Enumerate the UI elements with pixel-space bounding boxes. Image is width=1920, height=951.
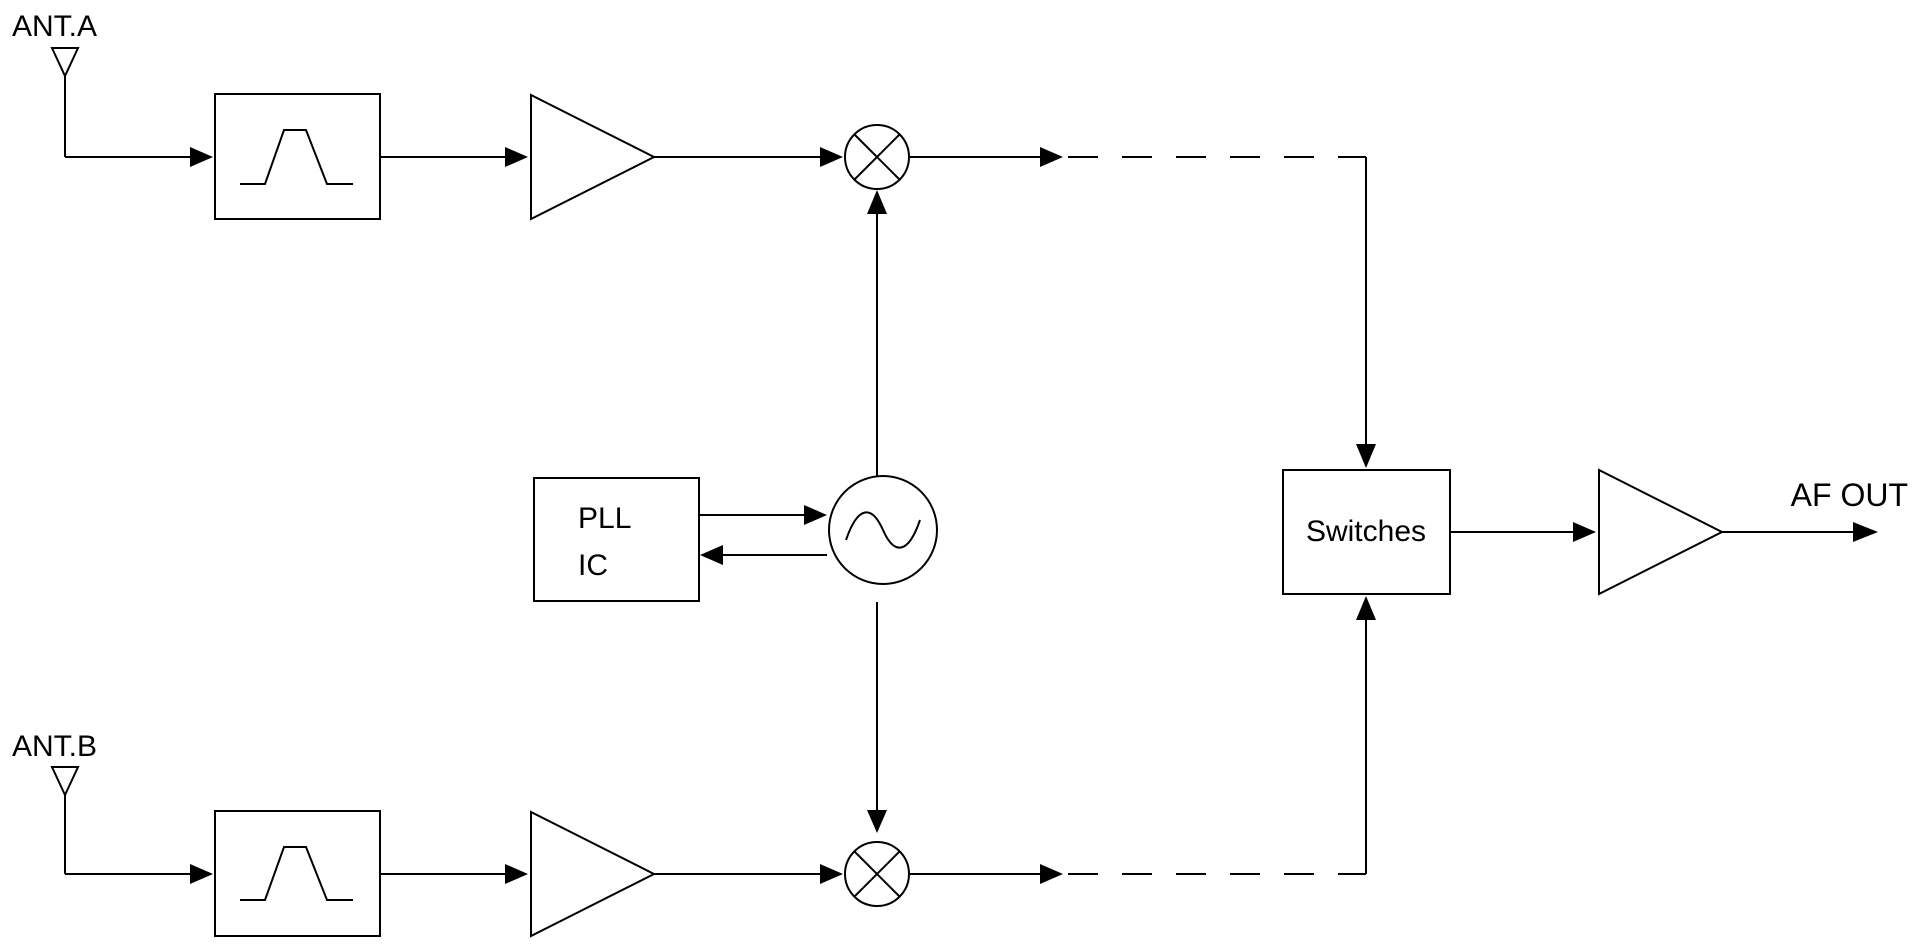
- arrowhead: [700, 545, 723, 565]
- arrowhead: [1356, 596, 1376, 620]
- mixer-a-icon: [844, 124, 910, 190]
- antenna-b-label: ANT.B: [12, 730, 97, 763]
- arrowhead: [190, 147, 213, 167]
- bandpass-filter-icon: [240, 129, 353, 185]
- pll-label-line2: IC: [578, 549, 608, 582]
- arrowhead: [505, 147, 528, 167]
- antenna-b-icon: [50, 766, 80, 874]
- lna-a-amplifier-icon: [530, 93, 657, 221]
- arrowhead: [505, 864, 528, 884]
- af-out-label: AF OUT: [1791, 477, 1908, 513]
- arrowhead: [1040, 864, 1063, 884]
- lna-b-amplifier-icon: [530, 810, 657, 938]
- bandpass-filter-a: [214, 93, 381, 220]
- arrowhead: [1573, 522, 1596, 542]
- arrowhead: [820, 864, 843, 884]
- arrowhead: [820, 147, 843, 167]
- switches-label: Switches: [1306, 515, 1426, 548]
- switches-block: Switches: [1282, 469, 1451, 595]
- arrowhead: [867, 190, 887, 214]
- antenna-a-label: ANT.A: [12, 10, 97, 43]
- af-amplifier-icon: [1598, 468, 1725, 596]
- bandpass-filter-icon: [240, 846, 353, 901]
- mixer-b-icon: [844, 841, 910, 907]
- oscillator-sine-icon: [828, 475, 938, 585]
- antenna-a-icon: [50, 47, 80, 157]
- arrowhead: [1356, 444, 1376, 468]
- arrowhead: [804, 505, 827, 525]
- arrowhead: [867, 810, 887, 833]
- pll-label-line1: PLL: [578, 502, 631, 535]
- bandpass-filter-b: [214, 810, 381, 937]
- arrowhead: [190, 864, 213, 884]
- pll-ic-block: PLL IC: [533, 477, 700, 602]
- arrowhead: [1040, 147, 1063, 167]
- arrowhead: [1853, 522, 1878, 542]
